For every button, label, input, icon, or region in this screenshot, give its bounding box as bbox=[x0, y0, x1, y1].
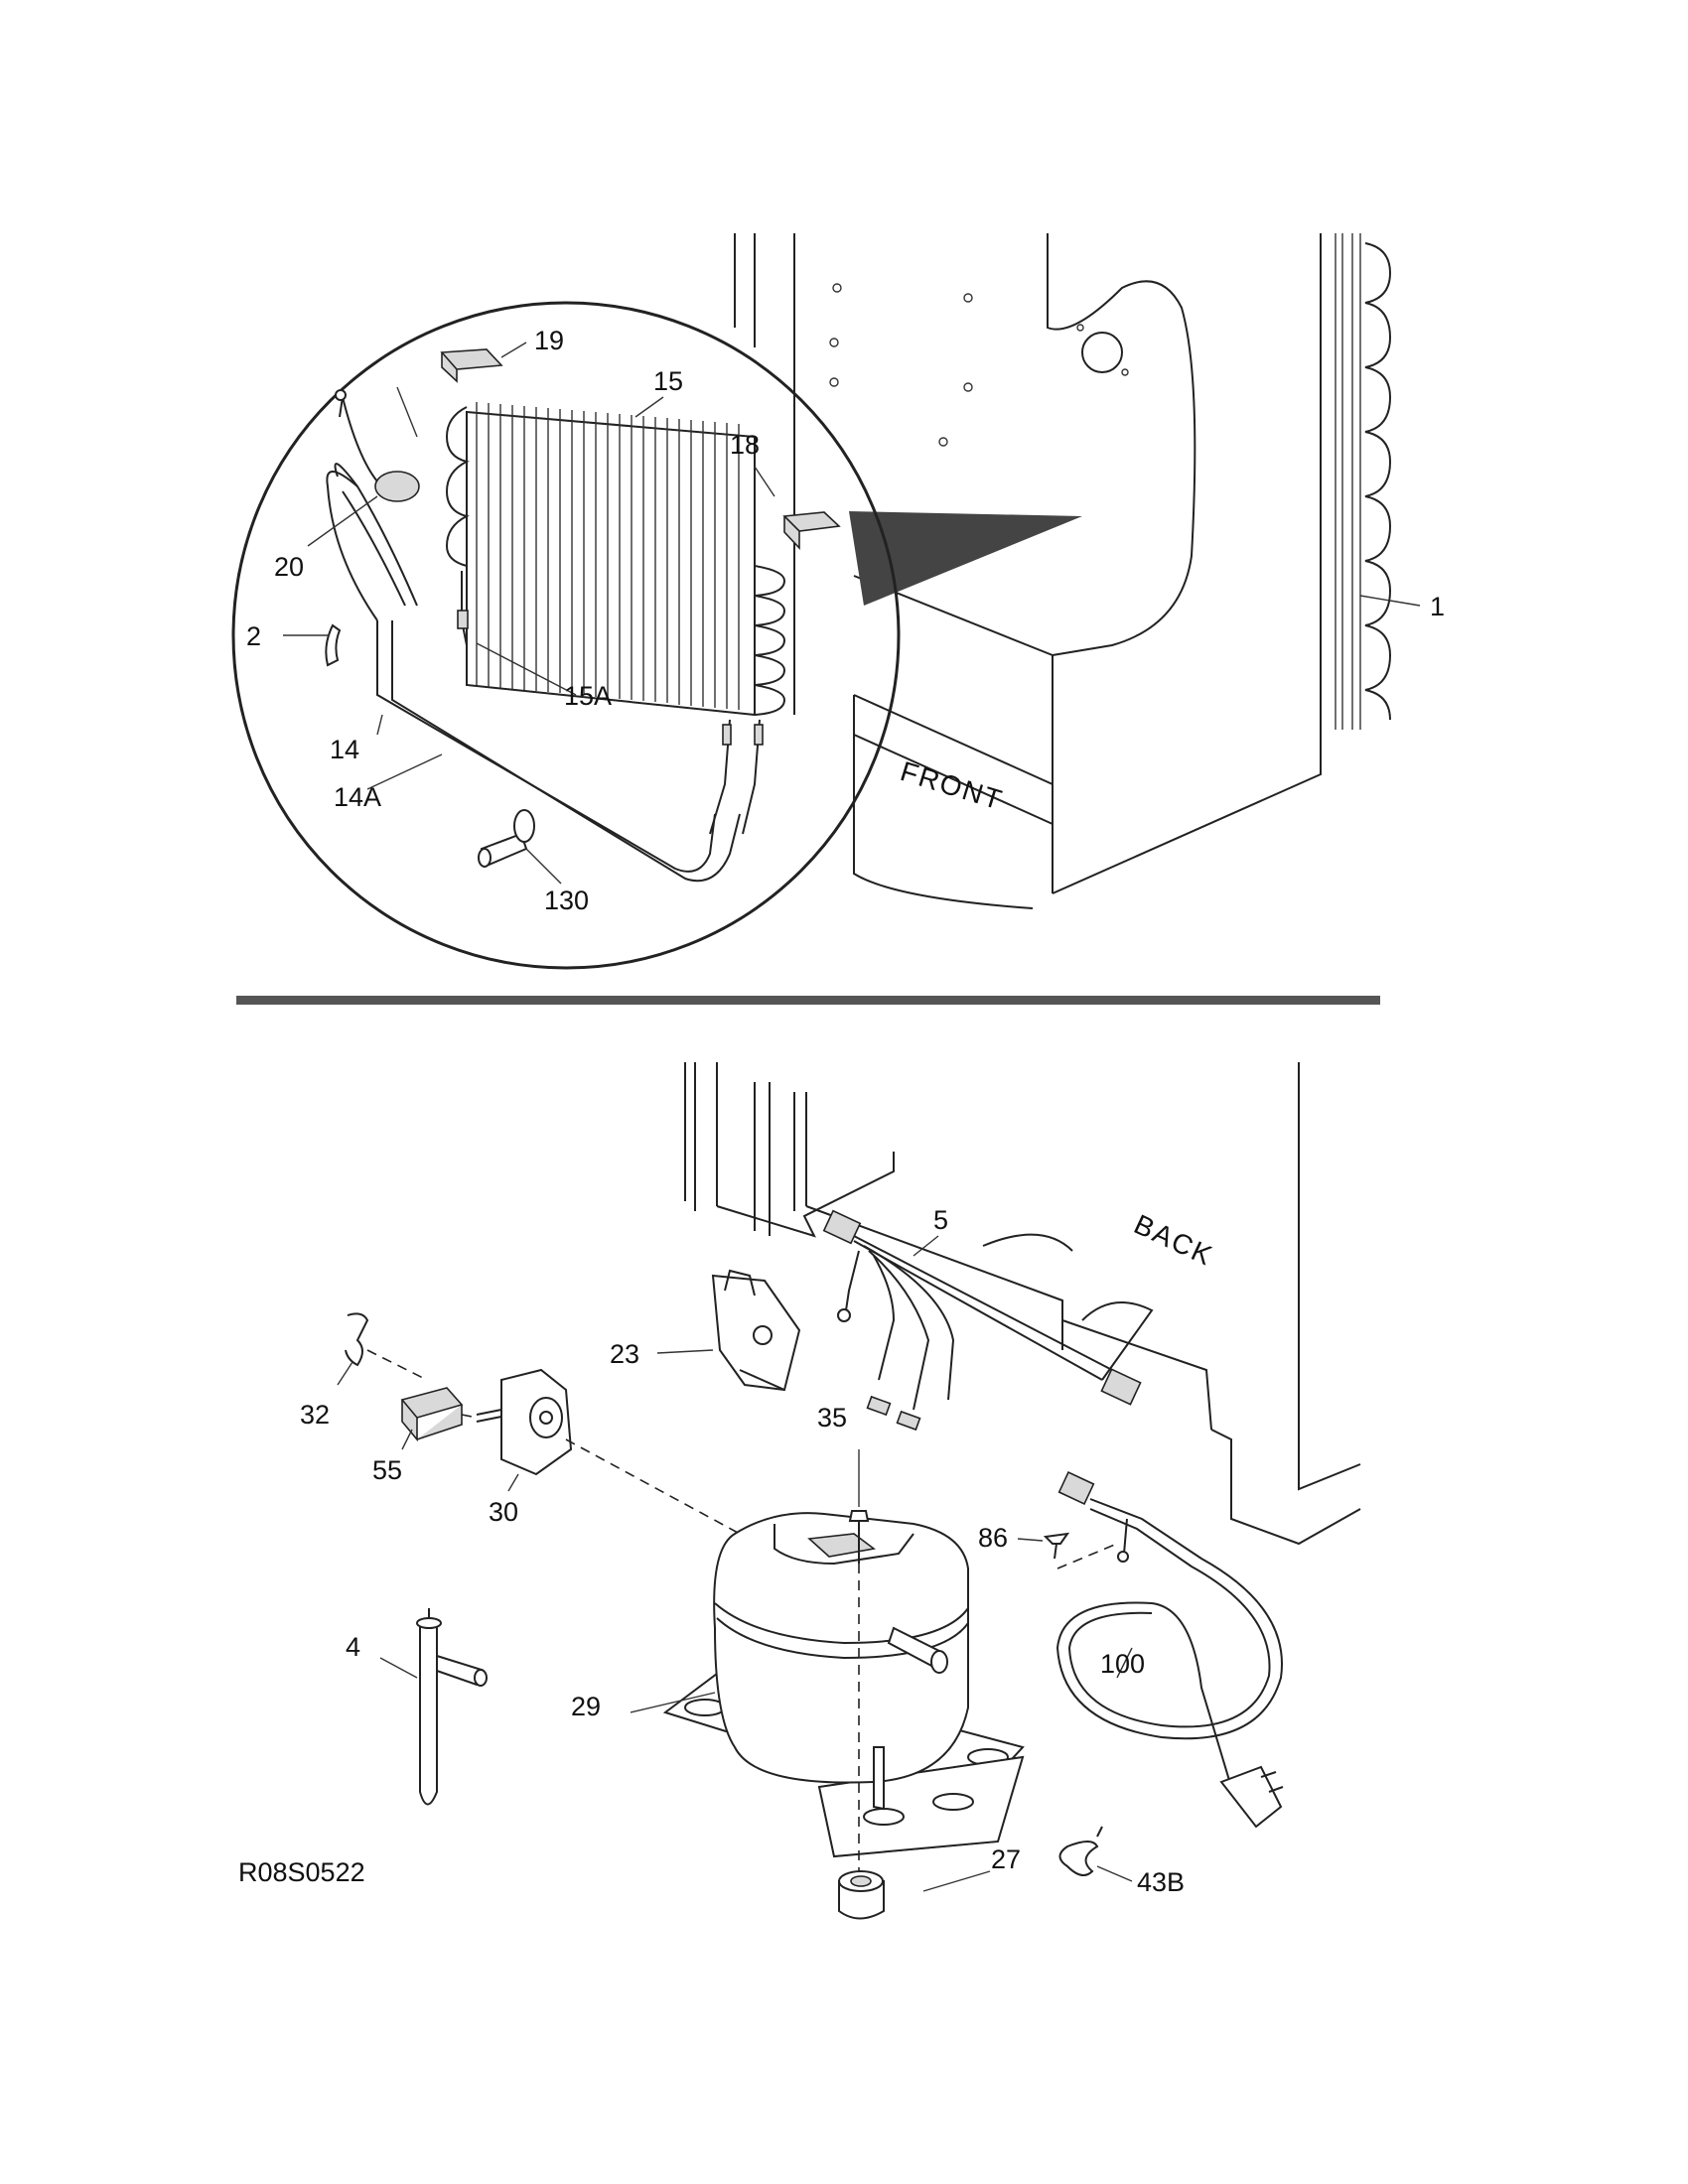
callout-15: 15 bbox=[653, 366, 683, 396]
thermostat-20 bbox=[335, 389, 420, 502]
back-label: BACK bbox=[1129, 1208, 1217, 1272]
callout-20: 20 bbox=[274, 552, 304, 582]
diagram-code: R08S0522 bbox=[238, 1857, 365, 1887]
callout-32: 32 bbox=[300, 1400, 330, 1430]
callout-86: 86 bbox=[978, 1523, 1008, 1553]
callout-43b: 43B bbox=[1137, 1867, 1185, 1897]
leader-lines-bottom bbox=[337, 1235, 1133, 1892]
detail-circle bbox=[231, 301, 901, 970]
callout-23: 23 bbox=[610, 1339, 639, 1369]
start-relay-30 bbox=[476, 1368, 573, 1476]
callout-130: 130 bbox=[544, 886, 589, 915]
callout-4: 4 bbox=[346, 1632, 360, 1662]
cabinet-top-view bbox=[734, 233, 1392, 909]
relay-23 bbox=[711, 1269, 801, 1392]
callout-14a: 14A bbox=[334, 782, 381, 812]
callout-55: 55 bbox=[372, 1455, 402, 1485]
clip-32 bbox=[345, 1312, 369, 1367]
section-divider bbox=[236, 996, 1380, 1005]
drain-tube-130 bbox=[478, 809, 535, 868]
block-18 bbox=[782, 511, 841, 551]
callout-2: 2 bbox=[246, 621, 261, 651]
power-cord-100 bbox=[1055, 1471, 1284, 1829]
callout-15a: 15A bbox=[564, 681, 612, 711]
compressor-29 bbox=[662, 1512, 1025, 1858]
cabinet-bottom-view bbox=[684, 1062, 1361, 1546]
clamp-43b bbox=[1058, 1826, 1103, 1876]
assembly-dashes bbox=[366, 1349, 741, 1535]
zoom-wedge bbox=[849, 511, 1082, 606]
defrost-heater bbox=[326, 463, 741, 883]
callout-30: 30 bbox=[489, 1497, 518, 1527]
condenser-coil bbox=[1335, 233, 1392, 730]
clip-2 bbox=[325, 623, 342, 667]
callout-35: 35 bbox=[817, 1403, 847, 1433]
block-19 bbox=[440, 348, 503, 383]
screw-86 bbox=[1043, 1532, 1118, 1570]
front-label: FRONT bbox=[897, 755, 1007, 816]
callout-18: 18 bbox=[730, 430, 760, 460]
leader-lines-top bbox=[283, 341, 1421, 885]
capacitor-55 bbox=[400, 1387, 464, 1442]
callout-14: 14 bbox=[330, 735, 359, 764]
callout-100: 100 bbox=[1100, 1649, 1145, 1679]
callout-29: 29 bbox=[571, 1692, 601, 1721]
callout-19: 19 bbox=[534, 326, 564, 355]
callouts-top: 19 15 18 20 2 15A 14 14A 130 1 FRONT bbox=[246, 326, 1445, 915]
callout-27: 27 bbox=[991, 1844, 1021, 1874]
drier-4 bbox=[416, 1608, 488, 1806]
grommet-27 bbox=[838, 1870, 885, 1920]
evaporator-assembly bbox=[445, 402, 786, 835]
wire-harness-5 bbox=[822, 1209, 1154, 1432]
bolt-35 bbox=[848, 1510, 870, 1871]
callout-1: 1 bbox=[1430, 592, 1445, 621]
callout-5: 5 bbox=[933, 1205, 948, 1235]
